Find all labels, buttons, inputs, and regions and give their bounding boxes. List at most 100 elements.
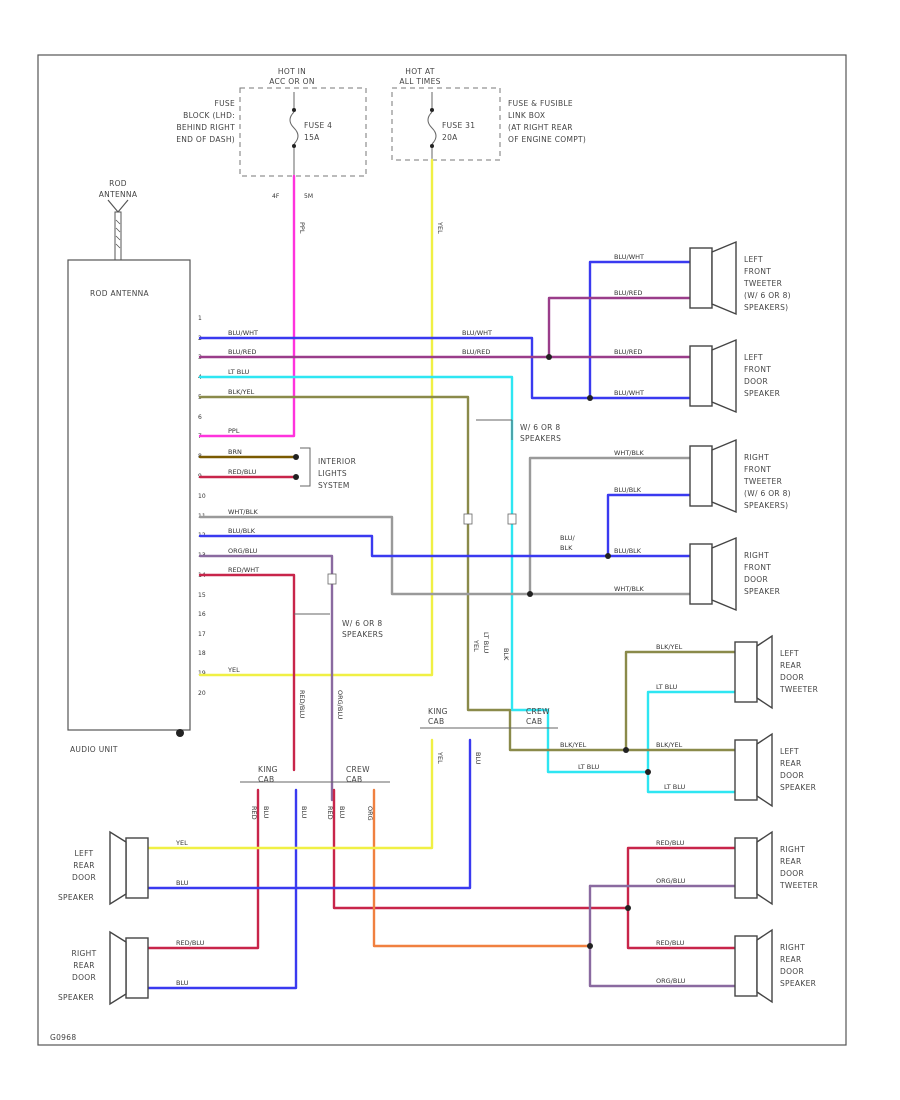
svg-text:REAR: REAR — [73, 861, 95, 870]
wire-blu-blk-tweeter — [606, 493, 692, 558]
wl-yel-v: YEL — [436, 221, 444, 234]
wl-blu-blk-mid2: BLK — [560, 544, 573, 552]
wl-lt-blu-h: LT BLU — [578, 763, 600, 771]
svg-text:FRONT: FRONT — [744, 465, 771, 474]
fuse-31-symbol — [427, 111, 437, 145]
svg-text:DOOR: DOOR — [72, 873, 96, 882]
wl-org-f: ORG — [366, 806, 374, 821]
wl-lft-tw-top: BLU/WHT — [614, 253, 644, 261]
fuse-31-rating: 20A — [442, 133, 458, 142]
wire-blk-yel-pin5 — [198, 395, 737, 752]
wire-red-blu-rr-king — [146, 788, 260, 950]
hot-in-acc-label-1: HOT IN — [278, 67, 306, 76]
svg-text:DOOR: DOOR — [780, 869, 804, 878]
wire-blu-wht-tweeter — [588, 260, 692, 400]
svg-text:LEFT: LEFT — [780, 649, 799, 658]
wl-rrd-top: RED/BLU — [656, 939, 685, 947]
wire-blu-wht-pin2 — [198, 336, 692, 400]
wire-lt-blu-lr-tw — [646, 690, 737, 774]
splice-points — [293, 354, 651, 949]
wl-org-blu-v: ORG/BLU — [336, 690, 344, 720]
rod-antenna-label-2: ANTENNA — [99, 190, 138, 199]
audio-unit-label: AUDIO UNIT — [70, 745, 118, 754]
wire-blu-red-tweeter — [547, 296, 692, 359]
wl-blk-yel-h: BLK/YEL — [560, 741, 587, 749]
wire-harness — [146, 158, 737, 990]
wl-lft-tw-bot: BLU/RED — [614, 289, 642, 297]
svg-text:SPEAKER: SPEAKER — [58, 993, 94, 1002]
vertical-wire-labels: PPL YEL YEL LT BLU BLK RED/BLU ORG/BLU R… — [250, 221, 510, 821]
pin-19: 19 — [198, 670, 206, 677]
hot-at-all-times-label-1: HOT AT — [405, 67, 435, 76]
svg-text:DOOR: DOOR — [744, 377, 768, 386]
svg-text:SPEAKER: SPEAKER — [780, 783, 816, 792]
wire-lt-blu-pin4 — [198, 375, 650, 774]
wl-blu-b: BLU — [262, 806, 270, 819]
svg-text:DOOR: DOOR — [780, 967, 804, 976]
fuse-4-label: FUSE 4 — [304, 121, 332, 130]
wl-blu-wht-r: BLU/WHT — [462, 329, 492, 337]
speaker-left-front-door: LEFT FRONT DOOR SPEAKER — [689, 338, 780, 414]
wl-blu-c: BLU — [300, 806, 308, 819]
svg-text:FRONT: FRONT — [744, 267, 771, 276]
fuse-block-label-1: FUSE — [214, 99, 235, 108]
wl-rfd-bot: WHT/BLK — [614, 585, 645, 593]
footer-code: G0968 — [50, 1033, 76, 1042]
wl-blu-e: BLU — [338, 806, 346, 819]
wl-p12: BLU/BLK — [228, 527, 256, 535]
crew-cab-1b: CAB — [526, 717, 542, 726]
svg-text:DOOR: DOOR — [780, 673, 804, 682]
wl-red-a: RED — [250, 806, 258, 820]
pin-17: 17 — [198, 631, 206, 638]
king-cab-2b: CAB — [258, 775, 274, 784]
wire-org-crew-to-rr — [372, 788, 592, 948]
crew-cab-2b: CAB — [346, 775, 362, 784]
svg-text:FRONT: FRONT — [744, 563, 771, 572]
svg-text:RIGHT: RIGHT — [744, 551, 769, 560]
svg-text:LEFT: LEFT — [780, 747, 799, 756]
svg-text:REAR: REAR — [780, 661, 802, 670]
wl-red-blu-v: RED/BLU — [298, 690, 306, 719]
pin-18: 18 — [198, 650, 206, 657]
wl-p9: RED/BLU — [228, 468, 257, 476]
wl-blk-yel-v: BLK — [502, 648, 510, 661]
svg-text:SPEAKER: SPEAKER — [58, 893, 94, 902]
wire-blu-lrd-left — [146, 738, 472, 890]
wl-p19: YEL — [227, 666, 240, 674]
wl-blu-l: BLU — [176, 879, 189, 887]
wl-lt-blu-v: LT BLU — [482, 632, 490, 654]
king-cab-2a: KING — [258, 765, 278, 774]
w6-speakers-label-2b: SPEAKERS — [342, 630, 383, 639]
wl-p4: LT BLU — [228, 368, 250, 376]
wire-wht-blk-tweeter — [528, 456, 692, 596]
audio-unit-box — [67, 259, 191, 731]
wl-yel-v2: YEL — [436, 751, 444, 764]
wire-org-blu-pin13 — [198, 554, 334, 802]
rod-antenna: ROD ANTENNA — [99, 179, 138, 261]
svg-text:SPEAKER: SPEAKER — [744, 389, 780, 398]
w6-speakers-label-2a: W/ 6 OR 8 — [342, 619, 382, 628]
svg-text:REAR: REAR — [780, 759, 802, 768]
hot-in-acc-label-2: ACC OR ON — [269, 77, 315, 86]
pin-15: 15 — [198, 592, 206, 599]
wl-blu-l2: BLU — [176, 979, 189, 987]
wl-rrt-bot: ORG/BLU — [656, 877, 686, 885]
wire-yel-fuse31 — [198, 158, 434, 677]
wl-p8: BRN — [228, 448, 242, 456]
pin-6: 6 — [198, 414, 202, 421]
speaker-right-front-door: RIGHT FRONT DOOR SPEAKER — [689, 536, 780, 612]
wl-yel-l: YEL — [175, 839, 188, 847]
interior-lights-system: INTERIOR LIGHTS SYSTEM — [300, 447, 356, 490]
wire-blu-rr-king — [146, 788, 298, 990]
wl-lrd-top: BLK/YEL — [656, 741, 683, 749]
wl-rrt-top: RED/BLU — [656, 839, 685, 847]
hot-at-all-times-label-2: ALL TIMES — [399, 77, 440, 86]
wire-blk-yel-lr-tw — [624, 650, 737, 752]
wire-red-wht-pin14 — [198, 573, 296, 772]
svg-text:SPEAKERS): SPEAKERS) — [744, 303, 788, 312]
svg-text:TWEETER: TWEETER — [779, 685, 818, 694]
wire-labels: BLU/WHT BLU/RED LT BLU BLK/YEL PPL BRN R… — [175, 253, 686, 987]
svg-text:RIGHT: RIGHT — [72, 949, 97, 958]
fuse-block-label-2: BLOCK (LHD: — [183, 111, 235, 120]
